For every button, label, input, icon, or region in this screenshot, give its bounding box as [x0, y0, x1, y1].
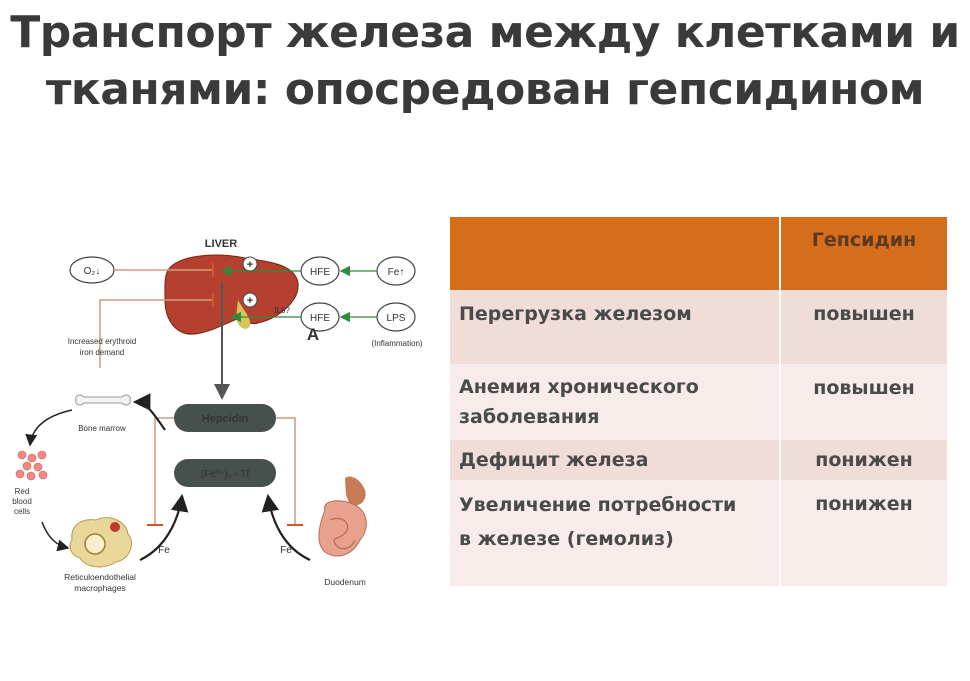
- table-row: Увеличение потребности в железе (гемолиз…: [450, 480, 949, 586]
- condition-line: заболевания: [459, 406, 600, 428]
- page-title: Транспорт железа между клетками и тканям…: [0, 4, 970, 118]
- hfe-label-bottom: HFE: [310, 313, 330, 324]
- fe-tf-pill: [174, 459, 276, 487]
- fe-tf-label: (Fe³⁺)₂ - Tf: [201, 469, 250, 480]
- condition-line: Увеличение потребности: [459, 494, 737, 516]
- duodenum-to-tf-arrow: [261, 493, 311, 561]
- table-row: Дефицит железа понижен: [450, 440, 949, 480]
- erythroid-label-2: iron demand: [80, 348, 124, 357]
- fe-label-macrophage: Fe: [158, 545, 170, 556]
- rbc-label-3: cells: [14, 507, 30, 516]
- macrophage-to-tf-arrow: [139, 493, 189, 561]
- macrophage-label-2: macrophages: [74, 583, 126, 593]
- marker-a: A: [307, 325, 319, 344]
- rbc-label-2: blood: [12, 497, 32, 506]
- liver-label: LIVER: [205, 238, 237, 250]
- fe-label-duodenum: Fe: [280, 545, 292, 556]
- bone-shape: [75, 394, 131, 406]
- condition-cell: Перегрузка железом: [450, 290, 781, 364]
- condition-line: Перегрузка железом: [459, 303, 692, 325]
- condition-cell: Анемия хронического заболевания: [450, 364, 781, 440]
- red-blood-cells: [15, 450, 48, 481]
- il6-label: IL6?: [274, 306, 290, 315]
- macrophage-nucleus: [84, 533, 106, 555]
- plus-label-bottom: +: [247, 295, 253, 307]
- condition-cell: Увеличение потребности в железе (гемолиз…: [450, 480, 781, 586]
- rbc-to-macrophage-arrow: [41, 521, 70, 552]
- header-cell-hepcidin: Гепсидин: [780, 217, 949, 290]
- condition-line: Анемия хронического: [459, 376, 699, 398]
- condition-line: в железе (гемолиз): [459, 528, 674, 550]
- macrophage-rbc: [110, 522, 120, 532]
- table-row: Перегрузка железом повышен: [450, 290, 949, 364]
- plus-circle-bottom: [242, 292, 258, 308]
- hfe-label-top: HFE: [310, 267, 330, 278]
- lps-label: LPS: [387, 313, 406, 324]
- bone-marrow-label: Bone marrow: [78, 424, 126, 433]
- tf-to-marrow-arrow: [132, 393, 166, 431]
- hepcidin-label: Hepcidin: [202, 413, 249, 425]
- hepcidin-macrophage-line: [154, 417, 174, 525]
- hepcidin-pill: [174, 404, 276, 432]
- table-header-row: Гепсидин: [450, 217, 949, 290]
- table-row: Анемия хронического заболевания повышен: [450, 364, 949, 440]
- header-cell-condition: [450, 217, 781, 290]
- value-cell: повышен: [780, 364, 949, 440]
- erythroid-label-1: Increased erythroid: [68, 337, 136, 346]
- condition-line: Дефицит железа: [459, 449, 649, 471]
- liver-shape: [164, 254, 299, 335]
- marrow-to-rbc-arrow: [25, 409, 73, 447]
- hepcidin-table: Гепсидин Перегрузка железом повышен Анем…: [450, 217, 949, 586]
- inflammation-label: (Inflammation): [371, 339, 422, 348]
- plus-circle-top: [242, 256, 258, 272]
- hepcidin-diagram: LIVER O₂↓ Increased erythroid iron deman…: [12, 238, 423, 593]
- value-cell: понижен: [780, 440, 949, 480]
- title-line-2: тканями: опосредован гепсидином: [45, 64, 925, 115]
- value-cell: понижен: [780, 480, 949, 586]
- value-cell: повышен: [780, 290, 949, 364]
- plus-label-top: +: [247, 259, 253, 271]
- duodenum-label: Duodenum: [324, 577, 366, 587]
- erythroid-liver-line: [99, 299, 213, 368]
- hepcidin-duodenum-line: [276, 417, 296, 525]
- title-line-1: Транспорт железа между клетками и: [10, 7, 960, 58]
- condition-cell: Дефицит железа: [450, 440, 781, 480]
- fe-up-label: Fe↑: [388, 267, 405, 278]
- rbc-label-1: Red: [15, 487, 30, 496]
- o2-label: O₂↓: [84, 266, 101, 277]
- macrophage-label-1: Reticuloendothelial: [64, 572, 136, 582]
- duodenum-shape: [318, 476, 367, 557]
